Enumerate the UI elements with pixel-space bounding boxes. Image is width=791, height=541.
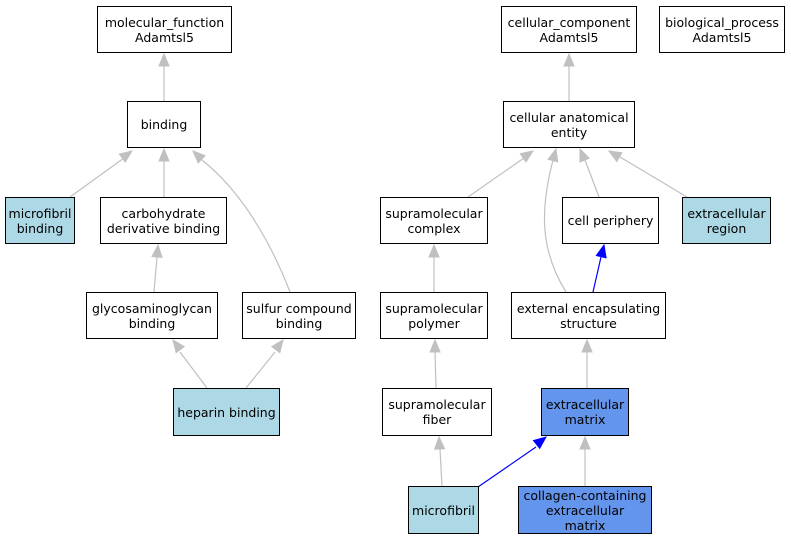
edge-microfibrilbinding-to-binding-arrowhead (118, 150, 134, 164)
node-molecular-function[interactable]: molecular_function Adamtsl5 (97, 6, 232, 53)
node-microfibril-binding[interactable]: microfibril binding (5, 197, 75, 244)
node-cellular-anatomical-entity[interactable]: cellular anatomical entity (503, 101, 635, 148)
edge-microfibril-to-ecm (477, 446, 537, 488)
node-supramolecular-polymer[interactable]: supramolecular polymer (380, 292, 488, 339)
edge-periphery-to-cae-arrowhead (579, 147, 591, 163)
edge-gag-to-carb (153, 256, 158, 293)
edge-region-to-cae-arrowhead (607, 150, 623, 163)
edge-binding-to-mf-arrowhead (158, 52, 170, 67)
edge-microfibrilbinding-to-binding (69, 157, 125, 198)
edge-gag-to-carb-arrowhead (151, 243, 163, 258)
node-carbohydrate-derivative-binding[interactable]: carbohydrate derivative binding (100, 197, 227, 244)
edge-heparin-to-sulfur (245, 351, 276, 389)
edge-periphery-to-cae (584, 159, 600, 198)
node-extracellular-matrix[interactable]: extracellular matrix (541, 388, 629, 436)
edge-polymer-to-complex-arrowhead (428, 243, 440, 258)
node-supramolecular-complex[interactable]: supramolecular complex (380, 197, 488, 244)
edge-heparin-to-gag-arrowhead (172, 338, 186, 354)
edge-sulfur-to-binding-arrowhead (192, 150, 207, 164)
edge-region-to-cae (619, 156, 688, 198)
edge-complex-to-cae-arrowhead (519, 150, 535, 163)
edge-fiber-to-polymer-arrowhead (429, 338, 441, 353)
node-collagen-containing-extracellular-matrix[interactable]: collagen-containing extracellular matrix (518, 486, 652, 534)
edge-encaps-to-periphery (592, 256, 602, 293)
node-supramolecular-fiber[interactable]: supramolecular fiber (382, 388, 492, 436)
node-heparin-binding[interactable]: heparin binding (173, 388, 280, 436)
edge-carb-to-binding-arrowhead (158, 147, 170, 162)
node-extracellular-region[interactable]: extracellular region (682, 197, 771, 244)
node-cellular-component[interactable]: cellular_component Adamtsl5 (501, 6, 637, 53)
node-binding[interactable]: binding (127, 101, 201, 148)
edge-microfibril-to-fiber (439, 448, 443, 487)
edge-microfibril-to-ecm-arrowhead (532, 436, 548, 450)
edge-heparin-to-gag (179, 351, 208, 389)
node-cell-periphery[interactable]: cell periphery (562, 197, 659, 244)
edge-microfibril-to-fiber-arrowhead (433, 435, 446, 450)
edge-cae-to-cc-arrowhead (563, 52, 575, 67)
edge-collagen-to-ecm-arrowhead (579, 435, 591, 450)
node-microfibril[interactable]: microfibril (408, 486, 479, 534)
node-glycosaminoglycan-binding[interactable]: glycosaminoglycan binding (86, 292, 218, 339)
edge-fiber-to-polymer (434, 351, 437, 389)
edge-encaps-to-cae (543, 159, 567, 293)
edge-complex-to-cae (467, 157, 525, 198)
node-external-encapsulating-structure[interactable]: external encapsulating structure (511, 292, 666, 339)
node-biological-process[interactable]: biological_process Adamtsl5 (659, 6, 785, 53)
edge-encaps-to-cae-arrowhead (547, 147, 559, 163)
edge-heparin-to-sulfur-arrowhead (270, 338, 284, 354)
node-sulfur-compound-binding[interactable]: sulfur compound binding (242, 292, 356, 339)
edge-ecm-to-encaps-arrowhead (581, 338, 593, 353)
edge-sulfur-to-binding (201, 159, 291, 293)
edge-encaps-to-periphery-arrowhead (595, 243, 607, 259)
